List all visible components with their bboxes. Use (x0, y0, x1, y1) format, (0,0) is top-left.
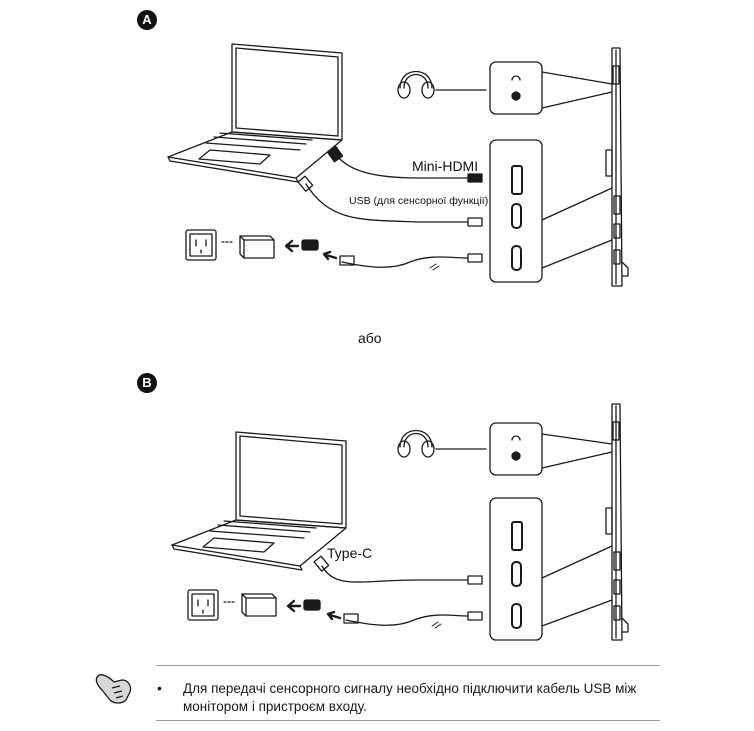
power-cable (345, 614, 469, 626)
label-usb-touch: USB (для сенсорної функції) (349, 195, 489, 207)
badge-b: B (137, 373, 157, 393)
usb-touch-cable (305, 183, 469, 223)
note-bullet: • (157, 680, 162, 696)
audio-port-box (489, 61, 543, 115)
wall-outlet-icon (187, 589, 219, 621)
wall-outlet-icon (185, 229, 217, 261)
headphones-icon (397, 430, 487, 458)
power-cable (341, 256, 469, 268)
hand-icon (95, 674, 132, 704)
usb-c-plug-icon (301, 239, 319, 251)
badge-a: A (137, 10, 157, 30)
label-mini-hdmi: Mini-HDMI (412, 158, 479, 174)
power-adapter-icon (239, 235, 275, 259)
port-panel (489, 139, 543, 283)
usb-c-plug-icon (303, 599, 321, 611)
audio-port-box (489, 422, 543, 476)
type-c-cable (321, 565, 469, 583)
separator-text: або (358, 330, 382, 346)
note-top-rule (156, 665, 660, 666)
power-adapter-icon (241, 593, 277, 617)
port-panel (489, 497, 543, 641)
note-bottom-rule (156, 720, 660, 721)
monitor-side-icon (605, 47, 629, 287)
monitor-side-icon (605, 403, 629, 641)
laptop-icon (171, 431, 347, 571)
label-type-c: Type-C (327, 545, 373, 561)
headphones-icon (397, 71, 487, 99)
laptop-icon (167, 43, 343, 183)
note-text: Для передачі сенсорного сигналу необхідн… (183, 681, 637, 714)
